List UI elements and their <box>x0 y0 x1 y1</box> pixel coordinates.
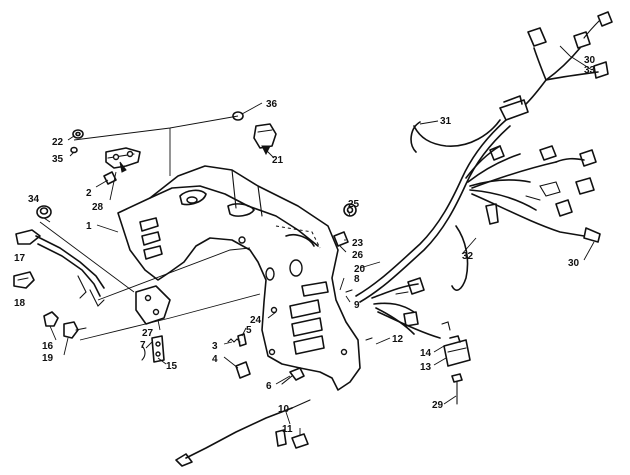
callout-24: 24 <box>250 315 262 326</box>
callout-9: 9 <box>354 300 360 311</box>
callout-17: 17 <box>14 253 26 264</box>
small-bracket <box>151 335 165 363</box>
mounting-bolt <box>451 373 463 405</box>
bulb-socket <box>281 367 305 385</box>
upper-bracket <box>105 147 141 173</box>
wiring-harness <box>355 11 613 339</box>
callout-20: 20 <box>354 264 366 275</box>
clip <box>13 271 35 289</box>
callout-28: 28 <box>92 202 104 213</box>
callout-labels: 1 2 3 4 5 6 7 8 9 10 11 12 13 14 15 16 1… <box>14 55 596 435</box>
callout-36: 36 <box>266 99 278 110</box>
callout-1: 1 <box>86 221 92 232</box>
light-socket <box>333 231 349 247</box>
callout-31: 31 <box>440 116 452 127</box>
callout-26: 26 <box>352 250 364 261</box>
key-switch <box>63 321 87 339</box>
callout-19: 19 <box>42 353 54 364</box>
spring-clip <box>141 345 146 361</box>
callout-13: 13 <box>420 362 432 373</box>
callout-3: 3 <box>212 341 218 352</box>
rubber-cap <box>36 205 52 219</box>
callout-29: 29 <box>432 400 444 411</box>
connector-block <box>235 333 251 379</box>
cable-assembly <box>15 229 105 307</box>
grommet <box>103 171 117 185</box>
callout-5: 5 <box>246 325 252 336</box>
callout-16: 16 <box>42 341 54 352</box>
callout-10: 10 <box>278 404 290 415</box>
callout-6: 6 <box>266 381 272 392</box>
callout-11: 11 <box>282 424 293 435</box>
knob <box>43 311 59 327</box>
callout-8: 8 <box>354 274 360 285</box>
leader-lines <box>43 45 595 436</box>
regulator <box>441 321 471 367</box>
callout-14: 14 <box>420 348 432 359</box>
fitting <box>291 433 309 449</box>
washer-and-nut <box>70 129 84 154</box>
callout-23: 23 <box>352 238 364 249</box>
callout-15: 15 <box>166 361 178 372</box>
callout-7: 7 <box>140 340 146 351</box>
callout-33: 33 <box>584 65 596 76</box>
switch <box>253 123 277 156</box>
callout-2: 2 <box>86 188 92 199</box>
lower-cable <box>175 399 311 467</box>
console-panel <box>117 165 361 391</box>
callout-34: 34 <box>28 194 40 205</box>
callout-25: 25 <box>348 199 360 210</box>
callout-22: 22 <box>52 137 64 148</box>
mounting-plate <box>135 285 171 325</box>
callout-30-right: 30 <box>568 258 580 269</box>
cap <box>232 111 244 121</box>
callout-4: 4 <box>212 354 218 365</box>
callout-27: 27 <box>142 328 154 339</box>
callout-35: 35 <box>52 154 64 165</box>
screw <box>345 289 373 341</box>
callout-21: 21 <box>272 155 284 166</box>
callout-32: 32 <box>462 251 474 262</box>
callout-12: 12 <box>392 334 404 345</box>
callout-18: 18 <box>14 298 26 309</box>
callout-30-top: 30 <box>584 55 596 66</box>
